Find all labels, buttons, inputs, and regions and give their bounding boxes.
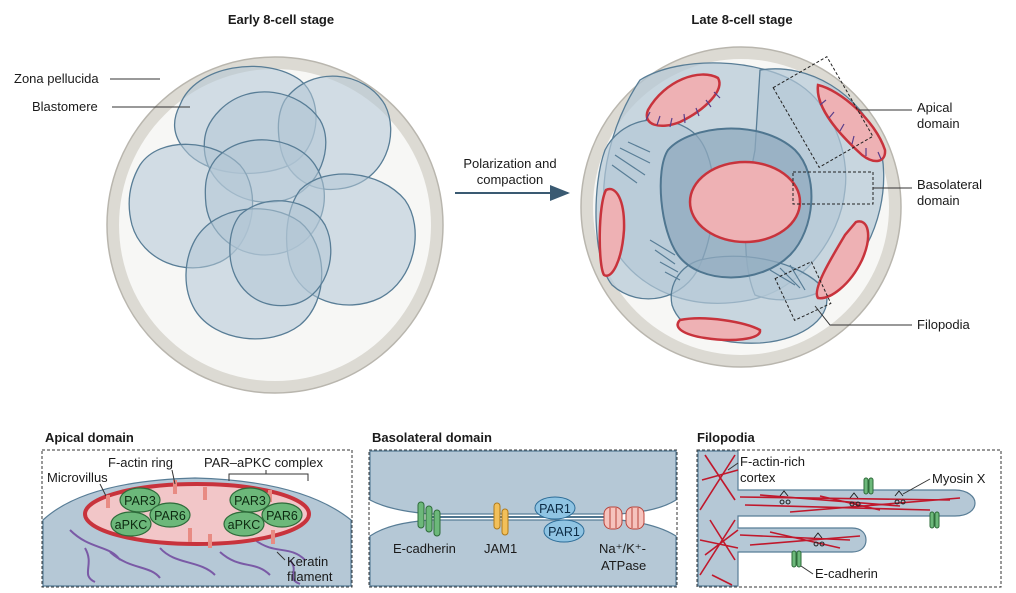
microvilli-top xyxy=(645,91,882,160)
par-complex-right xyxy=(223,487,303,537)
apical-domain-patch xyxy=(815,220,870,300)
myosin-x-label: Myosin X xyxy=(932,471,986,486)
filopodia-e-cadherin-label: E-cadherin xyxy=(815,566,878,581)
apical-domain-patch xyxy=(676,317,762,342)
par-apkc-complex-label: PAR–aPKC complex xyxy=(204,455,323,470)
na-k-atpase xyxy=(603,506,645,530)
f-actin-ring-leader xyxy=(171,469,176,485)
f-actin-network xyxy=(699,454,961,586)
arrow-label-line1: Polarization and xyxy=(463,156,556,171)
jam1-cluster xyxy=(493,502,509,536)
filopodia-panel-title: Filopodia xyxy=(697,430,756,445)
filopodia-panel-frame xyxy=(696,449,1002,588)
par6-protein xyxy=(261,502,303,528)
basolateral-panel-title: Basolateral domain xyxy=(372,430,492,445)
filopodia-lines xyxy=(611,141,806,291)
apical-domain-patch xyxy=(598,187,626,277)
zona-pellucida-label: Zona pellucida xyxy=(14,71,99,86)
apical-domain-patch xyxy=(816,83,887,163)
apical-domain-label-line2: domain xyxy=(917,116,960,131)
apical-panel-title: Apical domain xyxy=(45,430,134,445)
e-cadherin-label: E-cadherin xyxy=(393,541,456,556)
late-stage-title: Late 8-cell stage xyxy=(691,12,792,27)
apical-domain-patch xyxy=(645,73,721,127)
basolateral-domain-panel: Basolateral domain E-cadherin JAM1 PAR1 … xyxy=(368,430,678,588)
par3-protein xyxy=(119,487,161,513)
microvillus-leader xyxy=(99,483,107,497)
apical-domain-label-line1: Apical xyxy=(917,100,953,115)
keratin-label-line2: filament xyxy=(287,569,333,584)
filopodia-inset-box xyxy=(774,261,832,321)
par1-label-top: PAR1 xyxy=(539,502,571,516)
par-complex-left xyxy=(110,487,191,537)
filopodia-panel: Filopodia xyxy=(696,430,1002,588)
cortex-leader xyxy=(727,462,739,471)
late-embryo: Late 8-cell stage xyxy=(580,12,982,368)
transition-arrow: Polarization and compaction xyxy=(455,156,570,201)
par6-label: PAR6 xyxy=(266,509,298,523)
na-k-atpase-label-line2: ATPase xyxy=(601,558,646,573)
par1-label-bottom: PAR1 xyxy=(548,525,580,539)
par-complex-bracket xyxy=(228,473,309,481)
myosin-x-motors xyxy=(779,490,906,547)
jam1-label: JAM1 xyxy=(484,541,517,556)
par6-label: PAR6 xyxy=(154,509,186,523)
blastomere xyxy=(229,200,332,307)
par6-protein xyxy=(149,502,191,528)
par3-label: PAR3 xyxy=(124,494,156,508)
keratin-label-line1: Keratin xyxy=(287,554,328,569)
apical-domain-central xyxy=(688,160,802,244)
filopodia-e-cadherin xyxy=(791,477,940,568)
par1-cluster xyxy=(534,496,585,543)
apkc-label: aPKC xyxy=(115,518,148,532)
keratin-leader xyxy=(276,551,286,561)
apical-domains xyxy=(598,73,887,342)
apical-domain-panel: Apical domain PAR3 PAR6 aPKC PA xyxy=(41,430,353,588)
f-actin-ring-label: F-actin ring xyxy=(108,455,173,470)
early-embryo: Early 8-cell stage Zona pellucida Blasto… xyxy=(14,12,444,394)
keratin-filaments xyxy=(69,529,306,585)
apkc-label: aPKC xyxy=(228,518,261,532)
f-actin-cortex-label-line1: F-actin-rich xyxy=(740,454,805,469)
myosin-leader xyxy=(902,478,931,495)
microvillus-label: Microvillus xyxy=(47,470,108,485)
arrow-label-line2: compaction xyxy=(477,172,543,187)
upper-cell xyxy=(369,450,677,515)
filopodia-cell-body xyxy=(697,450,976,587)
e-cadherin-cluster xyxy=(417,501,441,537)
blastomeres xyxy=(128,65,416,340)
par3-label: PAR3 xyxy=(234,494,266,508)
filopodia-label: Filopodia xyxy=(917,317,971,332)
e-cadherin-leader xyxy=(800,565,814,575)
basolateral-domain-label-line2: domain xyxy=(917,193,960,208)
filopodia-leader-line xyxy=(814,305,912,326)
apkc-protein xyxy=(110,511,152,537)
apkc-protein xyxy=(223,511,265,537)
basolateral-domain-label-line1: Basolateral xyxy=(917,177,982,192)
blastomere-label: Blastomere xyxy=(32,99,98,114)
early-stage-title: Early 8-cell stage xyxy=(228,12,334,27)
na-k-atpase-label-line1: Na⁺/K⁺- xyxy=(599,541,646,556)
f-actin-cortex-label-line2: cortex xyxy=(740,470,776,485)
